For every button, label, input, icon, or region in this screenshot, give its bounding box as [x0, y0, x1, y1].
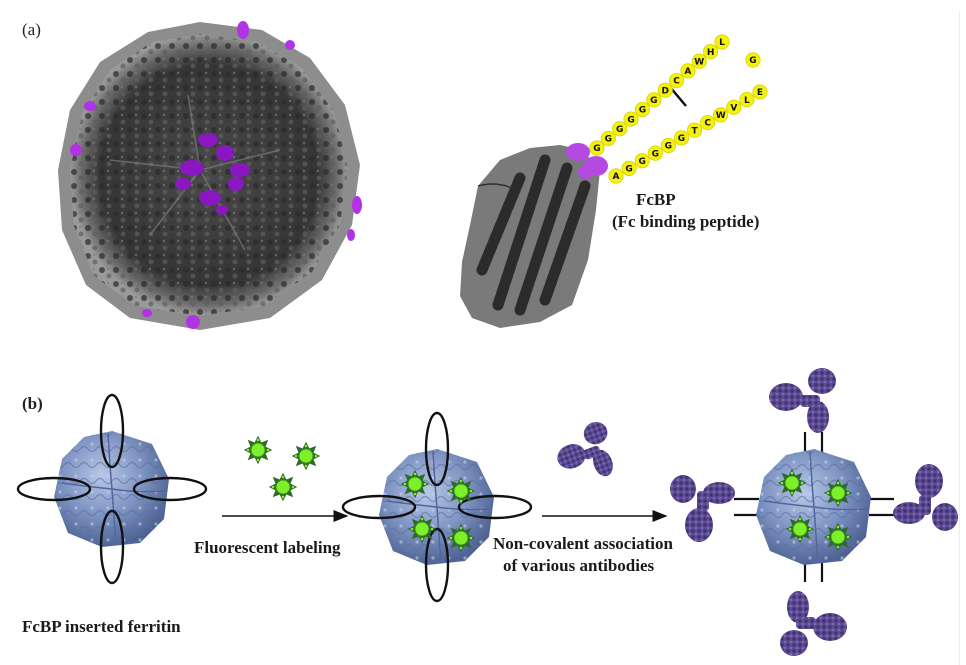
peptide-residue-bead — [621, 160, 637, 176]
free-antibody — [549, 418, 622, 491]
peptide-residue-letter: V — [730, 103, 737, 113]
peptide-residue-letter: G — [650, 96, 657, 106]
peptide-residue-bead — [608, 168, 624, 184]
antibody-right — [893, 464, 958, 531]
peptide-residue-bead — [752, 84, 768, 100]
peptide-residue-bead — [589, 140, 605, 156]
antibody-bottom — [780, 591, 847, 656]
arrow1-caption: Fluorescent labeling — [194, 538, 341, 557]
step1-caption: FcBP inserted ferritin — [22, 617, 181, 636]
peptide-residue-letter: G — [652, 149, 659, 159]
peptide-residue-bead — [612, 121, 628, 137]
ferritin-cage-structure — [58, 21, 362, 330]
peptide-residue-bead — [647, 145, 663, 161]
peptide-residue-bead — [600, 130, 616, 146]
step1-fcbp-ferritin — [16, 393, 208, 585]
peptide-residue-bead — [623, 111, 639, 127]
peptide-residue-bead — [691, 53, 707, 69]
peptide-residue-letter: A — [613, 172, 620, 182]
peptide-residue-letter: E — [757, 88, 763, 98]
peptide-residue-letter: G — [638, 157, 645, 167]
peptide-residue-letter: L — [744, 96, 750, 106]
peptide-residue-bead — [739, 92, 755, 108]
peptide-residue-letter: D — [661, 86, 668, 96]
peptide-residue-bead — [703, 44, 719, 60]
peptide-residue-letter: G — [639, 106, 646, 116]
panel-a-label: (a) — [22, 20, 41, 39]
step2-labeled-ferritin — [341, 411, 533, 603]
fcbp-title: FcBP — [636, 190, 676, 209]
peptide-residue-bead — [714, 34, 730, 50]
free-fluorophores — [245, 437, 319, 500]
peptide-residue-bead — [680, 63, 696, 79]
peptide-residue-bead — [657, 82, 673, 98]
fcbp-insert-center — [175, 133, 250, 215]
peptide-residue-letter: G — [749, 56, 756, 66]
antibody-top — [769, 368, 836, 433]
arrow2-caption-line1: Non-covalent association — [493, 534, 673, 553]
peptide-residue-bead — [686, 122, 703, 138]
peptide-residue-letter: A — [684, 67, 691, 77]
peptide-residue-letter: W — [716, 111, 726, 121]
peptide-residue-letter: C — [673, 77, 680, 87]
peptide-residue-bead — [660, 137, 676, 154]
peptide-residue-bead — [726, 99, 742, 115]
peptide-residue-letter: T — [691, 126, 698, 136]
peptide-residue-bead — [668, 72, 685, 89]
arrow2-caption-line2: of various antibodies — [503, 556, 655, 575]
peptide-residue-bead — [713, 107, 729, 123]
peptide-residue-letter: G — [627, 115, 634, 125]
peptide-residue-bead — [646, 92, 662, 108]
panel-b-label: (b) — [22, 394, 43, 413]
peptide-residue-letter: C — [704, 119, 711, 129]
peptide-anchor-insert — [566, 143, 608, 179]
ferritin-monomer-structure — [460, 143, 608, 328]
peptide-residue-bead — [634, 101, 651, 118]
peptide-residue-bead — [634, 153, 650, 169]
step3-antibody-complex — [670, 368, 958, 656]
peptide-residue-letter: G — [665, 142, 672, 152]
figure-right-edge — [959, 12, 960, 665]
peptide-residue-bead — [673, 130, 690, 146]
peptide-residue-bead — [745, 52, 761, 68]
peptide-residue-letter: G — [605, 135, 612, 145]
fcbp-insert-edges — [70, 21, 362, 329]
peptide-residue-letter: G — [616, 125, 623, 135]
fcbp-subtitle: (Fc binding peptide) — [612, 212, 760, 231]
antibody-left — [670, 475, 735, 542]
peptide-residue-letter: G — [625, 165, 632, 175]
peptide-residue-bead — [700, 114, 716, 131]
peptide-residue-letter: H — [707, 48, 715, 58]
peptide-residue-letter: G — [678, 134, 685, 144]
peptide-residue-letter: L — [719, 38, 725, 48]
peptide-residue-letter: G — [593, 144, 600, 154]
peptide-residue-letter: W — [694, 57, 704, 67]
